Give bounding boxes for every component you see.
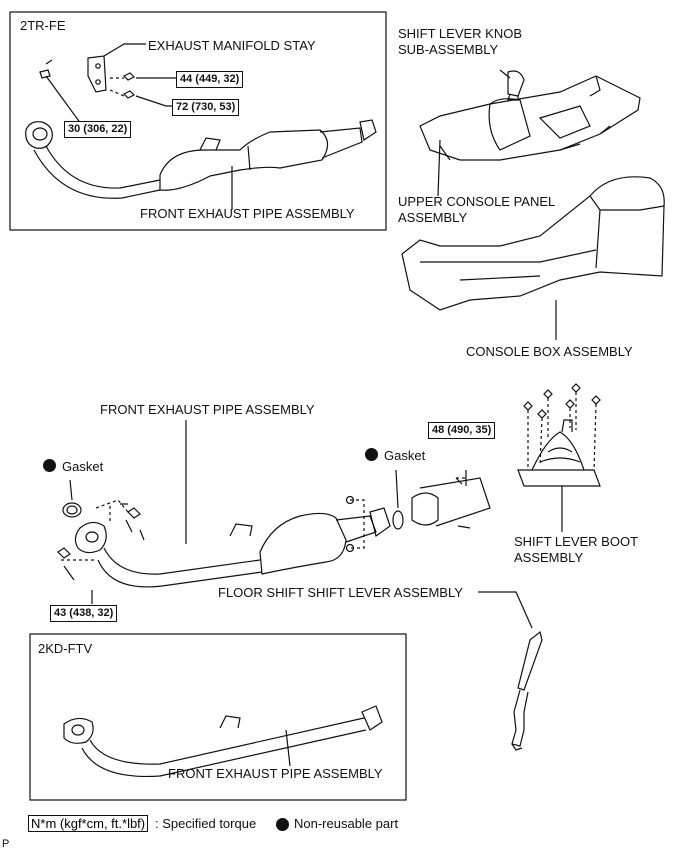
front-exhaust-pipe-main — [74, 507, 391, 588]
exhaust-manifold-stay-label: EXHAUST MANIFOLD STAY — [148, 38, 316, 53]
non-reusable-dot-left — [43, 459, 56, 472]
shift-lever-knob-label: SHIFT LEVER KNOB — [398, 26, 523, 41]
illustration-code: P — [2, 838, 10, 850]
front-exhaust-pipe-2kdftv — [63, 705, 383, 778]
shift-lever-boot-label: SHIFT LEVER BOOT — [514, 534, 639, 549]
legend-non-reusable-text: Non-reusable part — [294, 816, 399, 831]
torque-72: 72 (730, 53) — [172, 99, 240, 116]
front-exhaust-pipe-label-2trfe: FRONT EXHAUST PIPE ASSEMBLY — [140, 206, 355, 221]
upper-console-panel-label-2: ASSEMBLY — [398, 210, 468, 225]
floor-shift-lever-label: FLOOR SHIFT SHIFT LEVER ASSEMBLY — [218, 585, 463, 600]
console-box-label: CONSOLE BOX ASSEMBLY — [466, 344, 633, 359]
gasket-left — [62, 502, 82, 518]
2tr-fe-frame — [9, 11, 387, 231]
front-exhaust-pipe-2trfe — [25, 119, 377, 199]
manifold-stay-2trfe — [39, 55, 136, 99]
shift-lever-boot — [517, 419, 601, 487]
torque-43: 43 (438, 32) — [50, 605, 118, 622]
upper-console-panel-label: UPPER CONSOLE PANEL — [398, 194, 556, 209]
2kd-ftv-frame — [29, 633, 407, 801]
gasket-right — [392, 510, 404, 530]
torque-30: 30 (306, 22) — [64, 121, 132, 138]
shift-lever-boot-label-2: ASSEMBLY — [514, 550, 584, 565]
console-box — [401, 176, 665, 311]
flange-downstream — [411, 477, 491, 529]
engine-label-2kd-ftv: 2KD-FTV — [38, 641, 93, 656]
boot-bolts — [523, 383, 601, 419]
floor-shift-lever — [511, 630, 543, 751]
legend-torque-text: : Specified torque — [155, 816, 257, 831]
upper-console-panel — [419, 75, 641, 161]
gasket-label-right: Gasket — [384, 448, 426, 463]
shift-lever-knob-label-2: SUB-ASSEMBLY — [398, 42, 499, 57]
torque-48: 48 (490, 35) — [428, 422, 496, 439]
front-exhaust-pipe-label-main: FRONT EXHAUST PIPE ASSEMBLY — [100, 402, 315, 417]
torque-44: 44 (449, 32) — [176, 71, 244, 88]
legend-non-reusable-dot — [276, 818, 289, 831]
shift-lever-knob — [507, 70, 525, 101]
legend-torque-box: N*m (kgf*cm, ft.*lbf) — [28, 815, 149, 832]
non-reusable-dot-right — [365, 448, 378, 461]
gasket-label-left: Gasket — [62, 459, 104, 474]
front-exhaust-pipe-label-2kdftv: FRONT EXHAUST PIPE ASSEMBLY — [168, 766, 383, 781]
engine-label-2tr-fe: 2TR-FE — [20, 18, 66, 33]
